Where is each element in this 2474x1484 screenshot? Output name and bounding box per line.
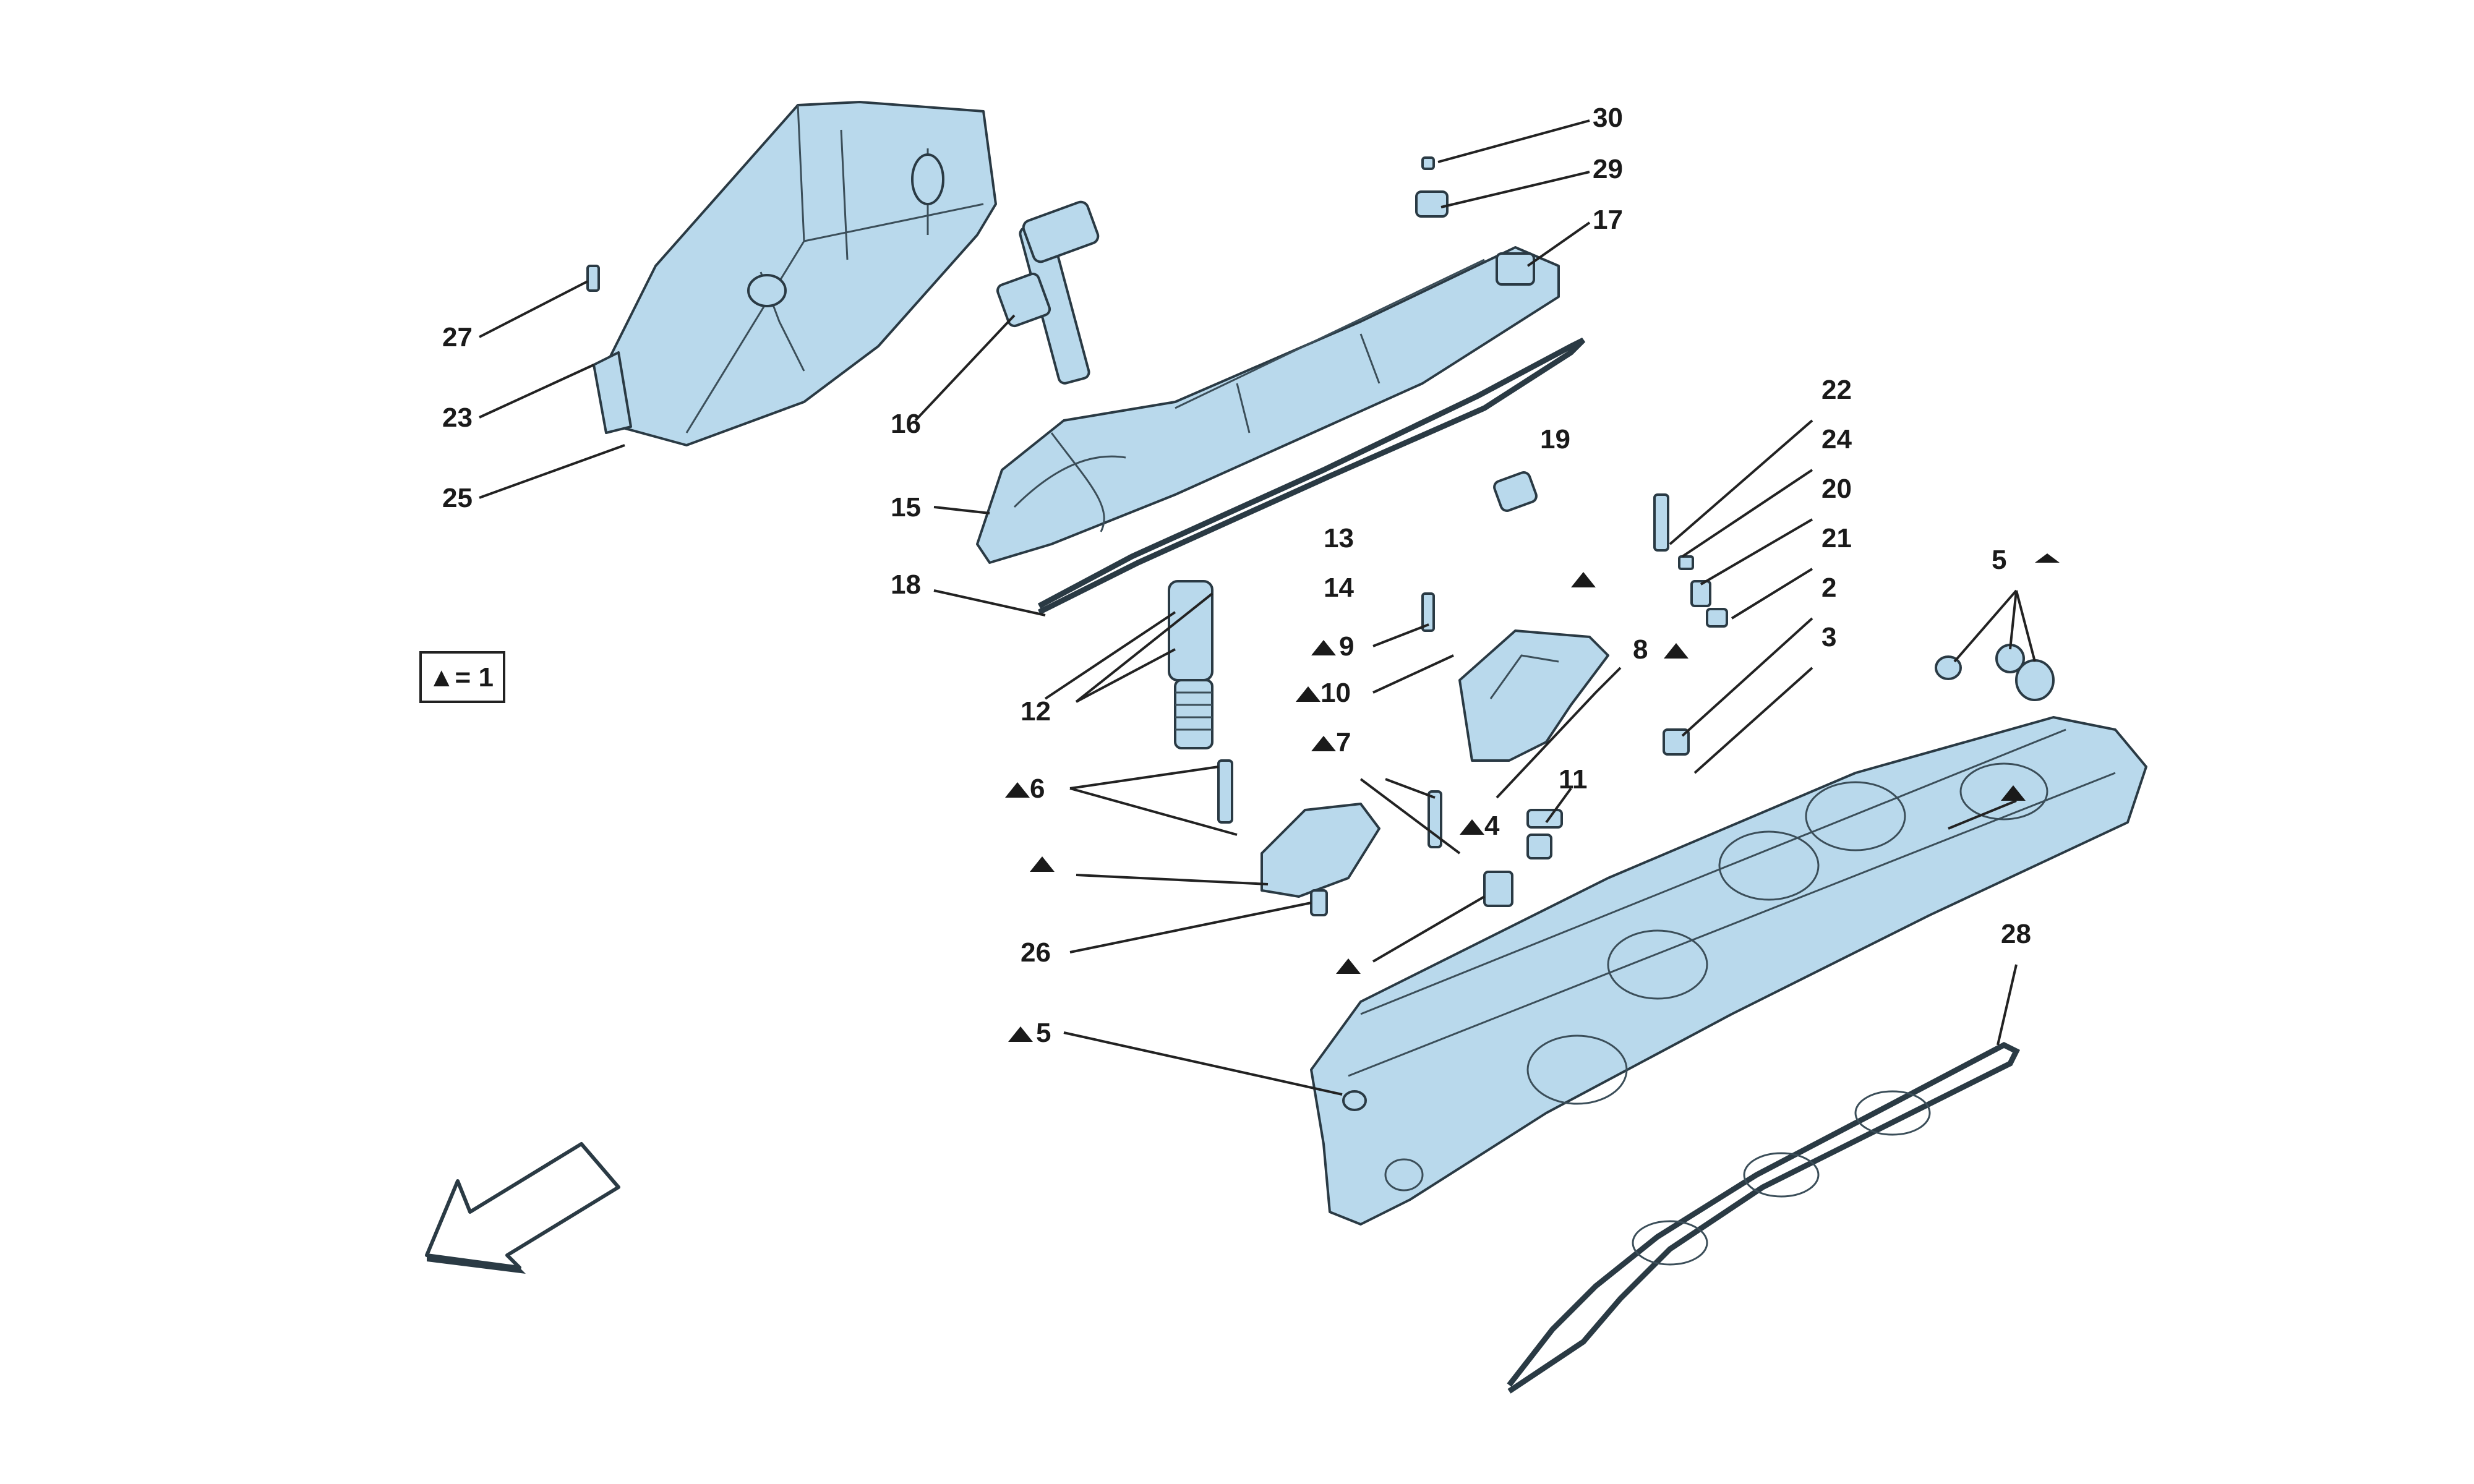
bearing-cap-part — [1217, 759, 1380, 916]
triangle-marker-icon — [1005, 553, 2060, 1042]
legend-box: ▲= 1 — [419, 651, 505, 703]
callout-9: 9 — [1339, 631, 1354, 662]
solenoid-valve-part — [1168, 580, 1213, 749]
callout-17: 17 — [1593, 205, 1623, 235]
callout-labels: 30 29 17 27 23 25 16 15 18 13 14 12 19 2… — [442, 103, 2031, 1048]
callout-6: 6 — [1030, 774, 1045, 804]
dowel-parts — [1427, 790, 1563, 907]
callout-7: 7 — [1336, 727, 1351, 757]
arrow-down-left-icon — [425, 1142, 620, 1274]
callout-23: 23 — [442, 403, 473, 433]
cylinder-head-part — [1310, 716, 2147, 1226]
callout-29: 29 — [1593, 154, 1623, 184]
callout-15: 15 — [891, 492, 921, 522]
leader-lines — [479, 119, 2036, 1096]
callout-24: 24 — [1821, 424, 1852, 454]
callout-5-bottom: 5 — [1036, 1018, 1051, 1048]
callout-19: 19 — [1540, 424, 1570, 454]
heat-shield-part — [605, 101, 997, 446]
callout-27: 27 — [442, 322, 473, 352]
callout-3: 3 — [1821, 622, 1836, 652]
camshaft-bracket-part — [1421, 592, 1609, 762]
callout-11: 11 — [1559, 764, 1588, 795]
callout-4: 4 — [1484, 811, 1500, 841]
callout-8: 8 — [1633, 634, 1648, 665]
callout-12: 12 — [1021, 696, 1051, 727]
callout-30: 30 — [1593, 103, 1623, 133]
head-gasket-part — [1507, 1041, 2021, 1394]
callout-25: 25 — [442, 483, 473, 513]
callout-2: 2 — [1821, 573, 1836, 603]
valve-cover-part — [976, 246, 1560, 564]
sealing-plug-parts — [1935, 644, 2055, 701]
callout-22: 22 — [1821, 375, 1852, 405]
callout-14: 14 — [1324, 573, 1354, 603]
callout-20: 20 — [1821, 474, 1852, 504]
callout-18: 18 — [891, 569, 921, 600]
bracket-part — [593, 351, 632, 434]
callout-13: 13 — [1324, 523, 1354, 553]
callout-21: 21 — [1821, 523, 1852, 553]
callout-26: 26 — [1021, 937, 1051, 968]
callout-28: 28 — [2001, 919, 2031, 949]
sensor-part — [1415, 156, 1449, 218]
legend-note: ▲= 1 — [428, 662, 494, 693]
callout-16: 16 — [891, 409, 921, 439]
ignition-coil-part — [996, 200, 1100, 385]
valve-cover-gasket-part — [1037, 337, 1586, 615]
screw-part — [586, 265, 600, 292]
callout-5-top: 5 — [1992, 545, 2006, 575]
callout-10: 10 — [1320, 678, 1351, 708]
plug-part — [1493, 471, 1538, 512]
